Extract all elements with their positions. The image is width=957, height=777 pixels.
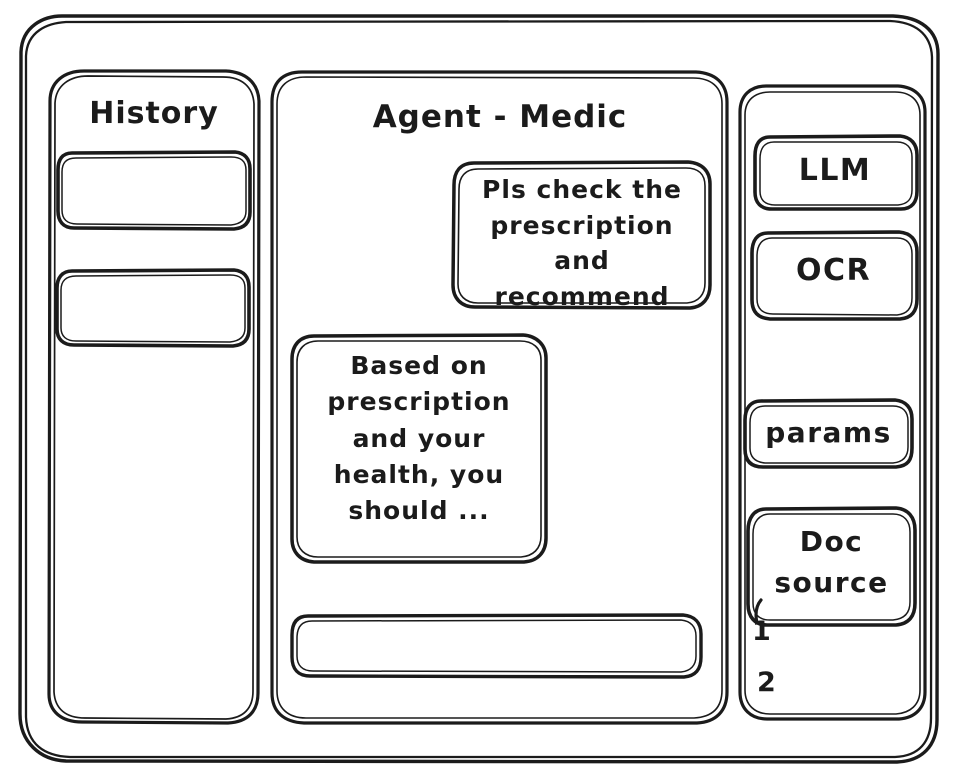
history-item-1[interactable] [58,152,250,229]
agent-message-bubble: Based on prescription and your health, y… [327,351,511,525]
tool-card-llm-label: LLM [798,153,872,188]
tool-card-ocr-label: OCR [795,253,872,288]
composer-input[interactable] [292,615,701,677]
history-item-2[interactable] [57,270,249,346]
user-message-bubble: Pls check the prescription and recommend [482,175,682,311]
tool-card-params-label: params [765,416,892,449]
doc-source-item-2[interactable]: 2 [757,667,777,698]
page-title: Agent - Medic [372,99,628,135]
doc-source-item-1[interactable]: 1 [752,616,772,647]
tool-card-doc-source-label: Doc source [774,525,889,599]
history-panel-title: History [89,96,219,131]
